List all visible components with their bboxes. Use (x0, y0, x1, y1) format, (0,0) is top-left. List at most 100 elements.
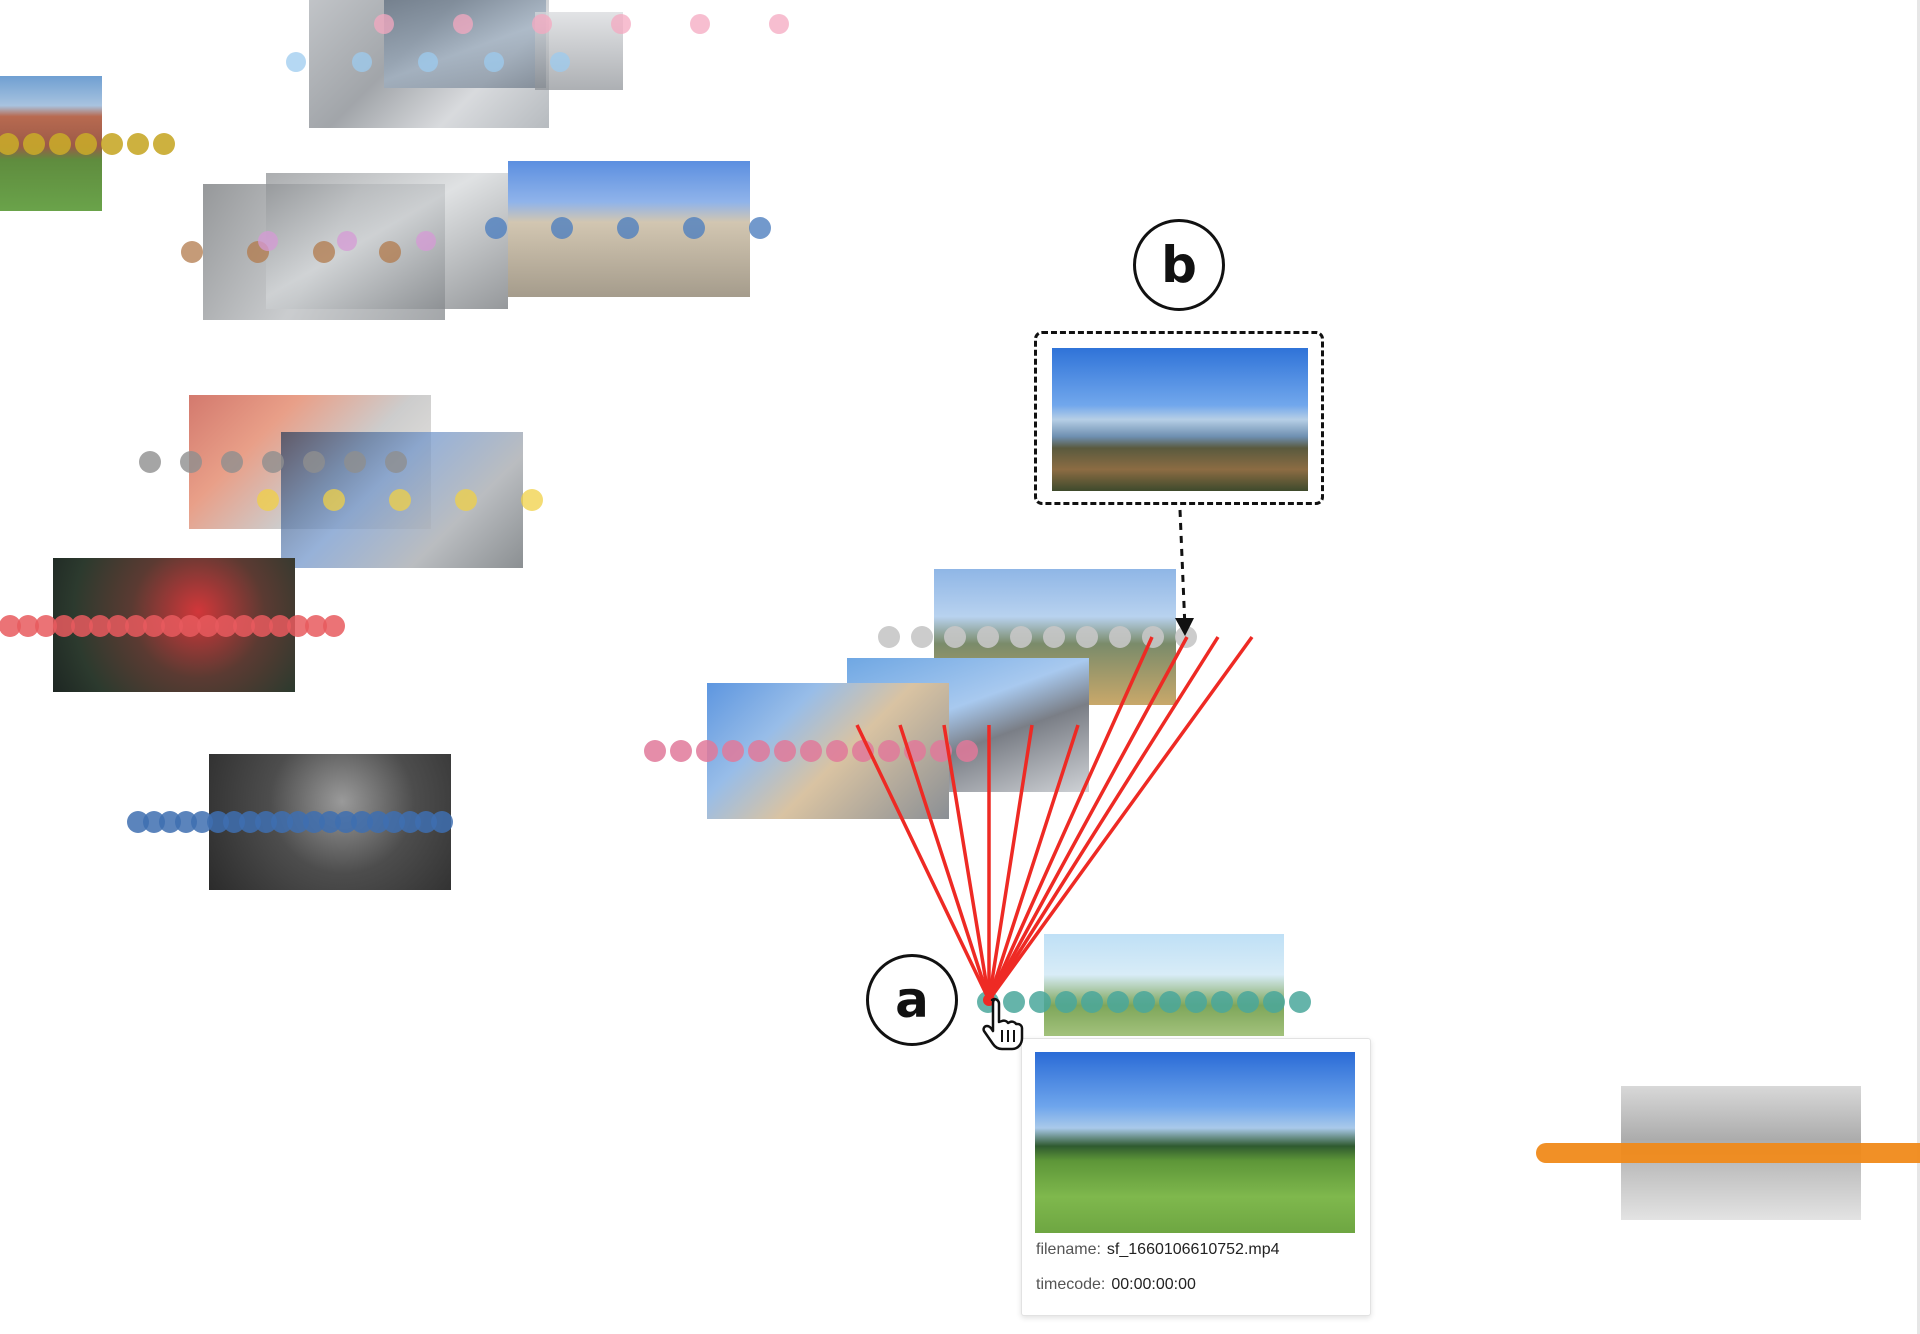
tooltip-timecode-value: 00:00:00:00 (1111, 1276, 1196, 1293)
track-dot (286, 52, 306, 72)
track-dot (223, 811, 245, 833)
track-dot (644, 740, 666, 762)
destination-thumbnail[interactable] (1052, 348, 1308, 491)
video-thumbnail[interactable] (266, 173, 508, 309)
annotation-a-label: a (895, 971, 929, 1029)
tooltip-filename-label: filename: (1036, 1241, 1101, 1258)
track-dot (683, 217, 705, 239)
track-dot (303, 811, 325, 833)
track-dot (878, 626, 900, 648)
track-dot (826, 740, 848, 762)
track-dot (551, 217, 573, 239)
track-dot (323, 489, 345, 511)
track-dot (484, 52, 504, 72)
track-dot (748, 740, 770, 762)
track-dot (323, 615, 345, 637)
track-dot (305, 615, 327, 637)
selection-line (987, 724, 1034, 1001)
track-dot (367, 811, 389, 833)
annotation-b-label: b (1161, 236, 1197, 294)
tooltip-filename-value: sf_1660106610752.mp4 (1106, 1241, 1280, 1258)
track-dot (181, 241, 203, 263)
track-dot (1081, 991, 1103, 1013)
track-dot (49, 133, 71, 155)
track-dot (774, 740, 796, 762)
track-dot (255, 811, 277, 833)
track-dot (53, 615, 75, 637)
track-dot (287, 811, 309, 833)
track-dot (143, 615, 165, 637)
annotation-a: a (866, 954, 958, 1046)
tooltip-timecode-label: timecode: (1036, 1276, 1106, 1293)
track-dot (127, 133, 149, 155)
track-dot (75, 133, 97, 155)
tooltip-filename: filename: sf_1660106610752.mp4 (1036, 1241, 1280, 1259)
track-dot (23, 133, 45, 155)
track-dot (143, 811, 165, 833)
track-dot (1076, 626, 1098, 648)
track-dot (303, 451, 325, 473)
selection-line (942, 724, 991, 1001)
track-dot (550, 52, 570, 72)
track-dot (233, 615, 255, 637)
track-dot (35, 615, 57, 637)
track-dot (485, 217, 507, 239)
track-dot (944, 626, 966, 648)
selection-line (987, 636, 1154, 1001)
selection-line (987, 636, 1220, 1001)
track-dot (431, 811, 453, 833)
track-dot (977, 626, 999, 648)
track-dot (197, 615, 219, 637)
track-dot (453, 14, 473, 34)
track-dot (0, 133, 19, 155)
track-dot (385, 451, 407, 473)
dashed-connector (1178, 509, 1187, 629)
track-dot (1211, 991, 1233, 1013)
track-dot (1185, 991, 1207, 1013)
track-dot (89, 615, 111, 637)
track-dot (769, 14, 789, 34)
track-dot (911, 626, 933, 648)
track-dot (1055, 991, 1077, 1013)
track-dot (101, 133, 123, 155)
track-dot (107, 615, 129, 637)
track-dot (127, 811, 149, 833)
track-dot (749, 217, 771, 239)
annotation-b: b (1133, 219, 1225, 311)
video-tooltip: filename: sf_1660106610752.mp4 timecode: 0… (1021, 1038, 1371, 1316)
tooltip-timecode: timecode: 00:00:00:00 (1036, 1276, 1196, 1294)
track-dot (351, 811, 373, 833)
track-dot (1029, 991, 1051, 1013)
track-dot (191, 811, 213, 833)
track-dot (611, 14, 631, 34)
track-dot (800, 740, 822, 762)
track-dot (221, 451, 243, 473)
selection-line (987, 636, 1189, 1001)
track-dot (179, 615, 201, 637)
track-dot (269, 615, 291, 637)
track-dot (287, 615, 309, 637)
track-dot (617, 217, 639, 239)
track-dot (374, 14, 394, 34)
track-dot (344, 451, 366, 473)
hand-pointer-icon (982, 997, 1024, 1051)
selection-line (987, 635, 1254, 1002)
arrowhead-icon (1175, 618, 1194, 636)
selection-line (855, 724, 991, 1001)
track-dot (399, 811, 421, 833)
track-dot (125, 615, 147, 637)
track-dot (139, 451, 161, 473)
video-thumbnail[interactable] (1044, 934, 1284, 1036)
track-dot (1237, 991, 1259, 1013)
track-dot (1159, 991, 1181, 1013)
selection-line (987, 724, 1080, 1001)
canvas-border (1917, 0, 1920, 1334)
track-dot (251, 615, 273, 637)
track-dot (258, 231, 278, 251)
track-dot (153, 133, 175, 155)
track-dot (1043, 626, 1065, 648)
track-dot (389, 489, 411, 511)
track-dot (335, 811, 357, 833)
track-dot (352, 52, 372, 72)
